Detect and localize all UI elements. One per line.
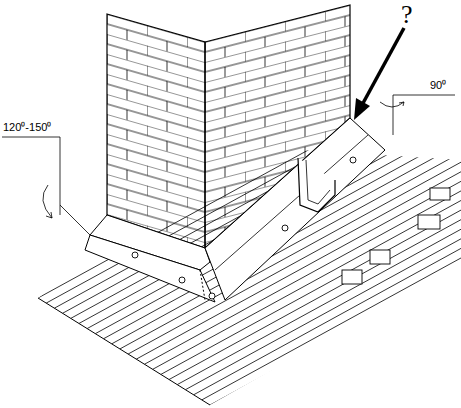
fastener <box>132 157 356 299</box>
angle-dimension <box>2 137 90 235</box>
sheet-edge <box>38 298 210 405</box>
question-mark: ? <box>401 2 413 28</box>
channel-profile <box>298 158 335 212</box>
apron-flashing <box>85 235 215 302</box>
angle-label: 120⁰-150⁰ <box>3 122 51 133</box>
side-flashing <box>205 118 385 300</box>
angle-dimension <box>380 95 455 135</box>
batten <box>342 188 450 284</box>
pointer-arrow <box>354 28 404 120</box>
angle-label: 90⁰ <box>430 80 446 91</box>
chimney-left-face <box>107 14 205 248</box>
